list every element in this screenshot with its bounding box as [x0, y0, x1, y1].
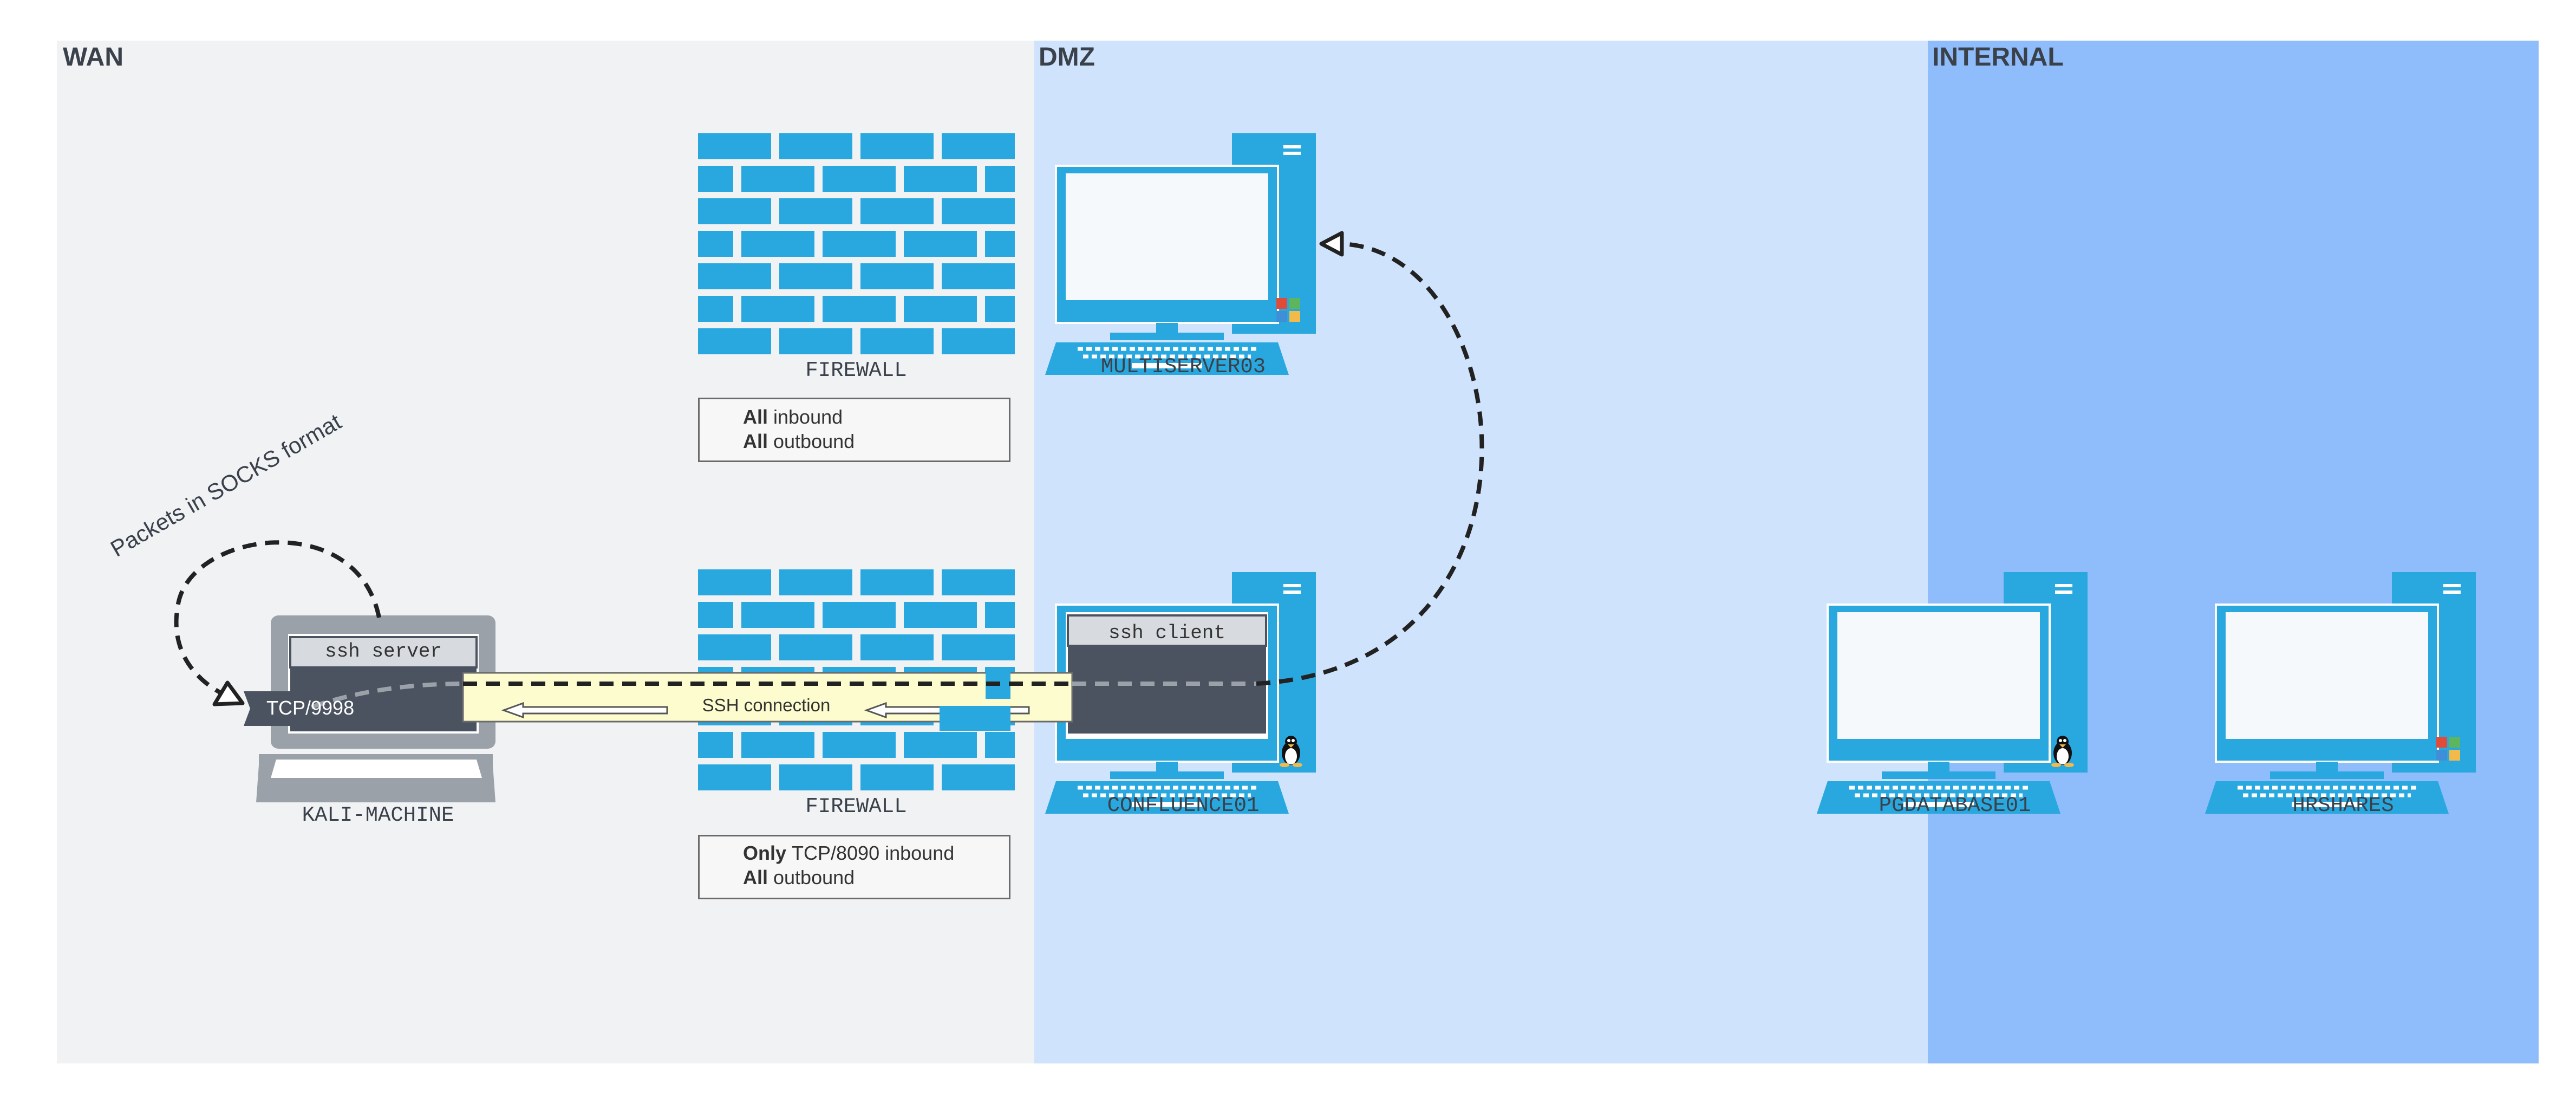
- confluence01-computer: [1045, 572, 1316, 814]
- socks-proxy-line: [310, 682, 466, 709]
- terminal-title-confluence: ssh client: [1108, 622, 1226, 644]
- firewall-top-bricks: [698, 133, 1015, 354]
- firewall-label-top: FIREWALL: [805, 359, 907, 382]
- firewall-label-bottom: FIREWALL: [805, 795, 907, 819]
- forward-to-multiserver-line: [1256, 242, 1484, 686]
- port-socket: [244, 691, 341, 726]
- terminal-window-confluence: [1067, 614, 1267, 734]
- tunnel-label: SSH connection: [702, 695, 831, 715]
- zone-label-dmz: DMZ: [1039, 43, 1095, 72]
- host-label-pgdatabase01: PGDATABASE01: [1879, 794, 2031, 817]
- host-label-hrshares: HRSHARES: [2292, 794, 2394, 817]
- host-label-multiserver03: MULTISERVER03: [1100, 355, 1266, 379]
- arrowhead-multiserver-icon: [1319, 231, 1344, 257]
- zone-internal: [1928, 41, 2539, 1063]
- socks-loop-line: [174, 540, 381, 701]
- host-label-kali: KALI-MACHINE: [302, 803, 454, 827]
- zone-label-internal: INTERNAL: [1932, 43, 2064, 72]
- terminal-title-kali: ssh server: [324, 640, 442, 663]
- firewall-port-opening: [940, 706, 1010, 731]
- arrowhead-socket-icon: [212, 680, 245, 706]
- zone-wan: [57, 41, 1034, 1063]
- host-label-confluence01: CONFLUENCE01: [1107, 794, 1260, 817]
- zone-label-wan: WAN: [63, 43, 123, 72]
- port-label: TCP/9998: [266, 697, 355, 719]
